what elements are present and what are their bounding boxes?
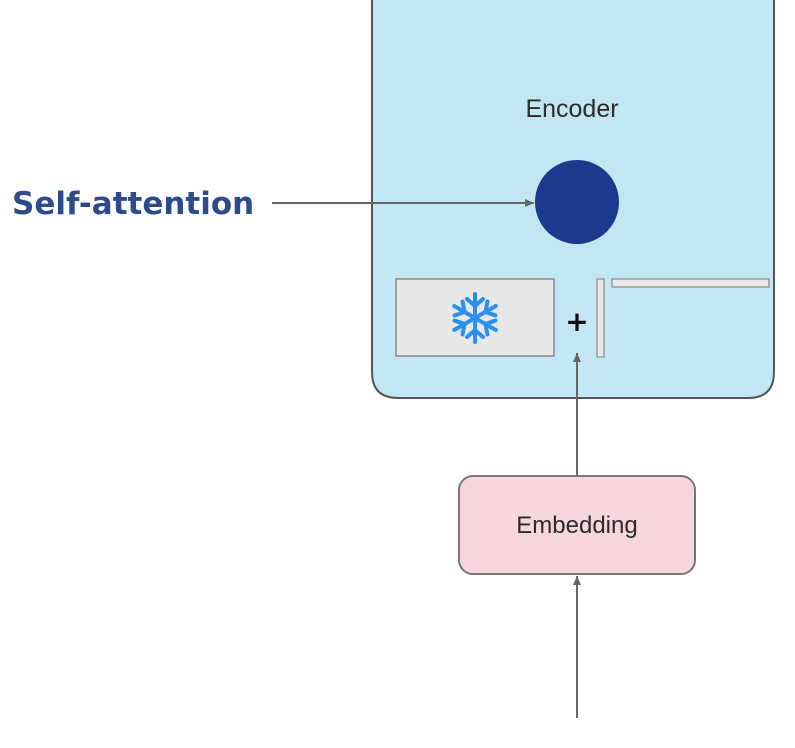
self-attention-label: Self-attention	[12, 186, 254, 222]
self-attention-node	[535, 160, 619, 244]
embedding-block	[458, 475, 696, 575]
encoder-label: Encoder	[525, 95, 618, 123]
adapter-vertical-bar	[596, 278, 605, 358]
snowflake-icon	[452, 292, 498, 344]
adapter-horizontal-bar	[611, 278, 770, 288]
embedding-label: Embedding	[516, 512, 637, 539]
combine-plus-symbol: +	[565, 305, 588, 338]
